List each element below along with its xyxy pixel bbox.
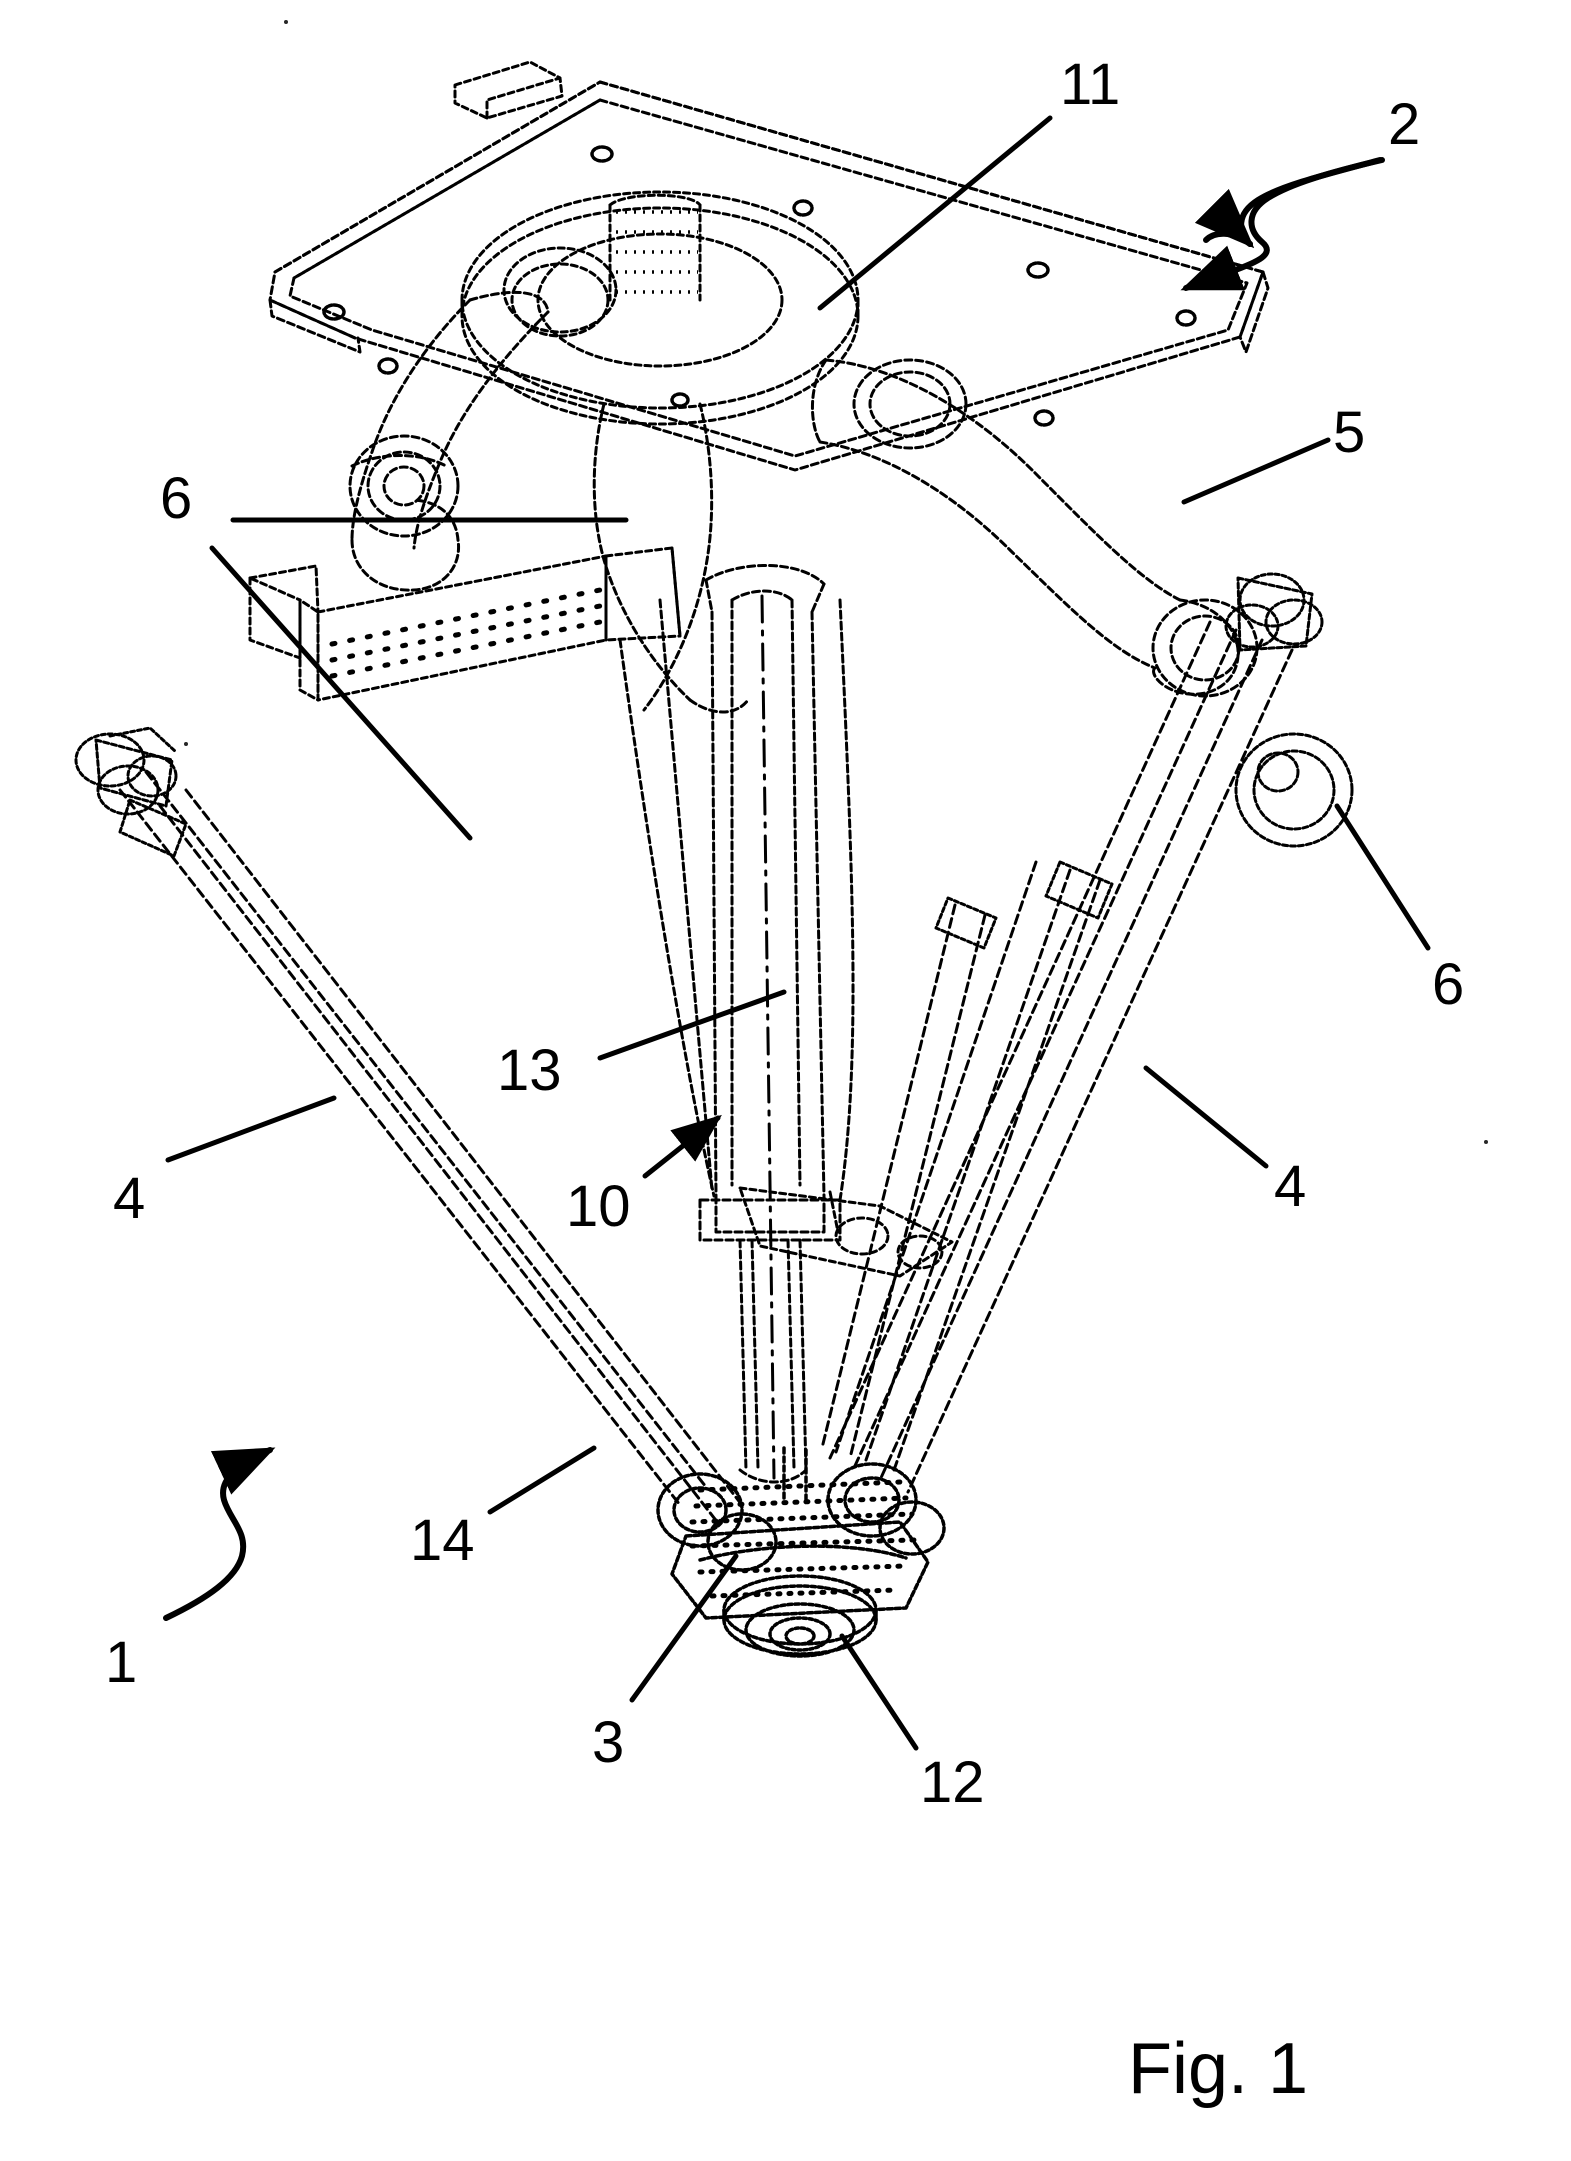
numeral-11: 11 <box>1060 52 1121 117</box>
base-plate-tab <box>453 60 564 120</box>
scan-speck <box>1484 1140 1488 1144</box>
numeral-3: 3 <box>592 1710 625 1775</box>
leader-5 <box>1181 437 1331 505</box>
telescopic-shaft-centerline <box>760 594 776 1480</box>
joint-right-lower <box>1234 732 1354 848</box>
figure-caption: Fig. 1 <box>1128 2029 1309 2109</box>
numeral-6-right: 6 <box>1432 952 1465 1017</box>
forearm-center-rods <box>820 903 987 1460</box>
scan-speck <box>284 20 288 24</box>
elbow-block-right <box>738 1186 954 1278</box>
numeral-2: 2 <box>1388 92 1421 157</box>
numeral-4-right: 4 <box>1274 1154 1307 1219</box>
pointer-arrow-2-tail <box>1180 157 1385 291</box>
upper-arm-right <box>811 358 1259 698</box>
joint-left-outer <box>74 726 178 816</box>
numeral-14: 14 <box>410 1508 475 1573</box>
travelling-plate-shading <box>689 1479 917 1599</box>
motor-body-left <box>248 546 682 702</box>
central-hub-housing <box>460 190 860 426</box>
pointer-arrow-1 <box>163 1447 276 1621</box>
forearm-end-caps <box>118 798 1114 950</box>
numeral-13: 13 <box>497 1038 562 1103</box>
leader-12 <box>839 1633 919 1751</box>
hub-hatching <box>616 210 698 294</box>
pointer-arrow-10 <box>642 1114 722 1179</box>
forearm-rear-pair <box>834 860 1102 1472</box>
leader-6-left-b <box>209 545 473 841</box>
base-plate-outline <box>268 80 1270 472</box>
numeral-5: 5 <box>1333 400 1366 465</box>
leader-14 <box>487 1445 597 1515</box>
joint-right-outer <box>1224 572 1324 652</box>
numeral-12: 12 <box>920 1750 985 1815</box>
upper-arm-left <box>348 290 550 592</box>
numeral-1: 1 <box>105 1630 138 1695</box>
forearm-left-pair <box>118 770 744 1525</box>
leader-6-right <box>1334 803 1431 951</box>
drawing-linework <box>74 60 1431 1751</box>
scan-speck <box>184 742 188 746</box>
upper-arm-rear <box>592 402 750 714</box>
leader-3 <box>629 1553 739 1703</box>
leader-4-right <box>1143 1065 1269 1169</box>
telescopic-shaft <box>698 564 842 1484</box>
pointer-arrow-2 <box>1194 157 1383 249</box>
numeral-6-left: 6 <box>160 466 193 531</box>
numeral-10: 10 <box>566 1174 631 1239</box>
forearm-right-pair <box>828 620 1294 1494</box>
base-plate-bolt-holes <box>322 145 1197 427</box>
leader-13 <box>597 989 787 1061</box>
numeral-4-left: 4 <box>113 1166 146 1231</box>
leader-lines <box>165 115 1431 1751</box>
leader-4-left <box>165 1095 337 1163</box>
leader-11 <box>817 115 1053 311</box>
